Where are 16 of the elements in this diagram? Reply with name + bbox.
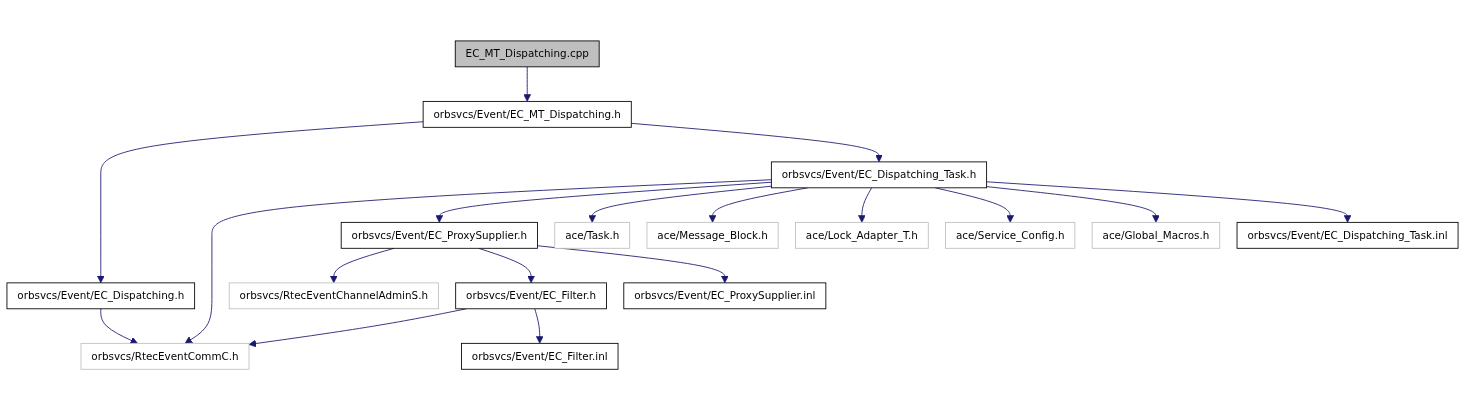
node-box: orbsvcs/Event/EC_ProxySupplier.h	[340, 222, 538, 250]
node-box: orbsvcs/Event/EC_Dispatching_Task.inl	[1236, 222, 1459, 250]
node-box: orbsvcs/Event/EC_ProxySupplier.inl	[623, 282, 827, 310]
node-box: ace/Message_Block.h	[646, 222, 779, 250]
node-box: orbsvcs/Event/EC_Dispatching_Task.h	[770, 161, 988, 189]
node-box: ace/Service_Config.h	[945, 222, 1076, 250]
node-box: orbsvcs/Event/EC_Dispatching.h	[6, 282, 196, 310]
node-box: orbsvcs/Event/EC_MT_Dispatching.h	[422, 101, 632, 129]
node-box: ace/Global_Macros.h	[1091, 222, 1221, 250]
node-box: orbsvcs/RtecEventChannelAdminS.h	[228, 282, 439, 310]
node-box: orbsvcs/Event/EC_Filter.h	[455, 282, 607, 310]
node-box: orbsvcs/Event/EC_Filter.inl	[461, 343, 619, 371]
node-box: ace/Lock_Adapter_T.h	[795, 222, 929, 250]
node-box: EC_MT_Dispatching.cpp	[454, 40, 600, 68]
node-box: orbsvcs/RtecEventCommC.h	[80, 343, 250, 371]
node-box: ace/Task.h	[554, 222, 631, 250]
